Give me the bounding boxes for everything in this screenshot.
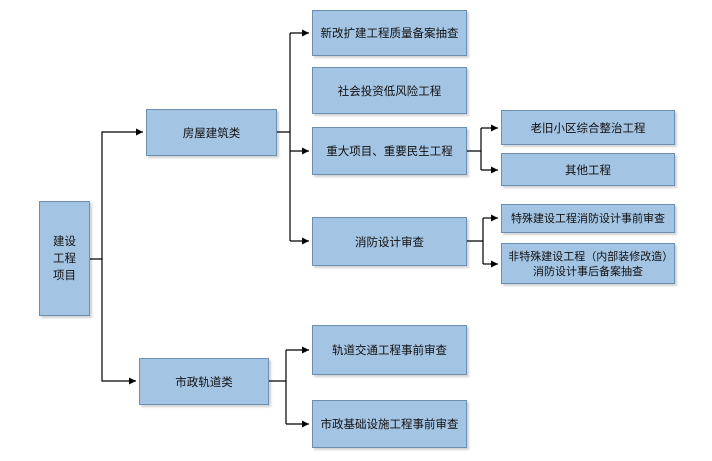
node-fire-label: 消防设计审查	[355, 234, 424, 249]
node-root-label: 建设 工程 项目	[53, 234, 76, 282]
node-old-district-label: 老旧小区综合整治工程	[530, 120, 646, 135]
node-housing-label: 房屋建筑类	[182, 125, 241, 140]
node-major-label: 重大项目、重要民生工程	[326, 144, 453, 158]
connector-municipal-trunk	[269, 350, 287, 382]
node-root: 建设 工程 项目	[39, 201, 90, 316]
node-social: 社会投资低风险工程	[312, 67, 467, 114]
node-other: 其他工程	[501, 153, 675, 186]
node-nonspecial: 非特殊建设工程（内部装修改造）消防设计事后备案抽查	[501, 243, 675, 284]
node-fire: 消防设计审查	[312, 217, 467, 266]
node-municipal-label: 市政轨道类	[175, 374, 233, 389]
node-old-district: 老旧小区综合整治工程	[501, 110, 675, 145]
connector-housing-trunk	[277, 33, 291, 133]
node-rail-label: 轨道交通工程事前审查	[332, 343, 447, 357]
node-infra-label: 市政基础设施工程事前审查	[320, 417, 459, 431]
connector-fire-trunk	[467, 218, 484, 242]
connector-root-municipal	[101, 259, 136, 385]
node-special-label: 特殊建设工程消防设计事前审查	[511, 211, 665, 225]
node-social-label: 社会投资低风险工程	[337, 83, 442, 98]
connector-root-housing	[90, 128, 143, 260]
node-municipal: 市政轨道类	[139, 358, 269, 405]
node-new-build-label: 新改扩建工程质量备案抽查	[320, 26, 459, 40]
connector-major-trunk	[467, 128, 482, 152]
node-major: 重大项目、重要民生工程	[312, 127, 467, 175]
node-infra: 市政基础设施工程事前审查	[312, 400, 467, 448]
node-new-build: 新改扩建工程质量备案抽查	[312, 10, 467, 56]
node-rail: 轨道交通工程事前审查	[312, 325, 467, 375]
node-housing: 房屋建筑类	[146, 109, 277, 156]
node-nonspecial-label: 非特殊建设工程（内部装修改造）消防设计事后备案抽查	[508, 249, 668, 278]
node-other-label: 其他工程	[565, 162, 611, 177]
node-special: 特殊建设工程消防设计事前审查	[501, 204, 675, 233]
